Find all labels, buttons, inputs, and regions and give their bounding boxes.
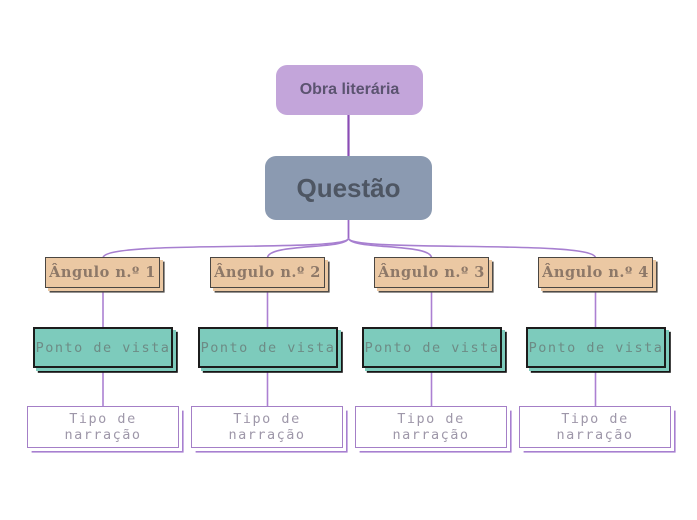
connector-question-angle-4 [347,237,597,259]
angle-node-3-label: Ângulo n.º 3 [378,264,485,281]
angle-node-4[interactable]: Ângulo n.º 4 [538,257,653,288]
connector-question-angle-1 [102,237,350,259]
question-node-label: Questão [296,172,401,203]
point-of-view-node-2-label: Ponto de vista [200,339,336,356]
point-of-view-node-4[interactable]: Ponto de vista [526,327,666,368]
connector-question-angle-2 [266,237,350,259]
angle-node-2-label: Ângulo n.º 2 [214,264,321,281]
narration-type-node-3-label: Tipo de narração [392,411,470,443]
question-node[interactable]: Questão [265,156,432,220]
point-of-view-node-4-label: Ponto de vista [528,339,664,356]
point-of-view-node-3[interactable]: Ponto de vista [362,327,502,368]
angle-node-4-label: Ângulo n.º 4 [542,264,649,281]
root-node-label: Obra literária [299,81,400,98]
narration-type-node-2[interactable]: Tipo de narração [191,406,343,448]
narration-type-node-2-label: Tipo de narração [228,411,306,443]
angle-node-1-label: Ângulo n.º 1 [49,264,156,281]
connector-question-angle-3 [347,237,433,259]
angle-node-1[interactable]: Ângulo n.º 1 [45,257,160,288]
root-node[interactable]: Obra literária [276,65,423,115]
narration-type-node-4[interactable]: Tipo de narração [519,406,671,448]
narration-type-node-4-label: Tipo de narração [556,411,634,443]
angle-node-2[interactable]: Ângulo n.º 2 [210,257,325,288]
point-of-view-node-1[interactable]: Ponto de vista [33,327,173,368]
point-of-view-node-3-label: Ponto de vista [364,339,500,356]
point-of-view-node-1-label: Ponto de vista [35,339,171,356]
narration-type-node-1[interactable]: Tipo de narração [27,406,179,448]
point-of-view-node-2[interactable]: Ponto de vista [198,327,338,368]
angle-node-3[interactable]: Ângulo n.º 3 [374,257,489,288]
narration-type-node-3[interactable]: Tipo de narração [355,406,507,448]
narration-type-node-1-label: Tipo de narração [64,411,142,443]
